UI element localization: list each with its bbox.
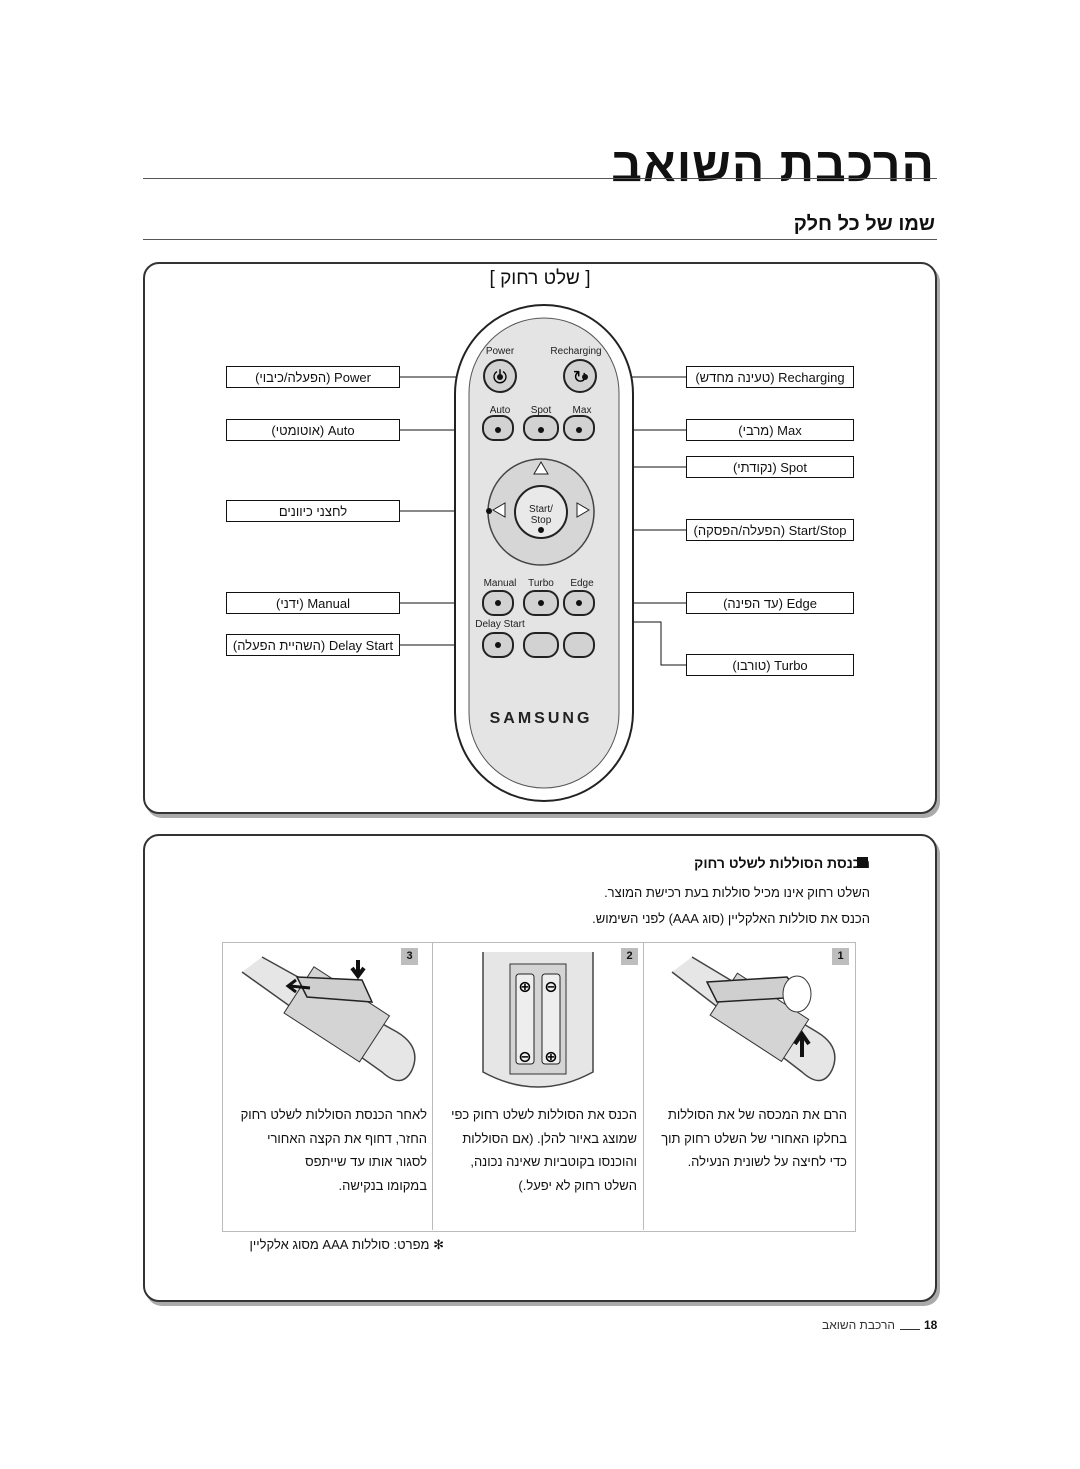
title-divider xyxy=(143,178,937,179)
footer-rule xyxy=(900,1329,920,1330)
steps-divider-1 xyxy=(432,942,643,1230)
arrow-left-icon xyxy=(492,502,506,518)
subtitle-divider xyxy=(143,239,937,240)
edge-label: Edge xyxy=(570,578,594,589)
footer-label: הרכבת השואב xyxy=(822,1318,895,1332)
step-2-text: הכנס את הסוללות לשלט רחוק כפי שמוצג באיו… xyxy=(451,1107,637,1193)
step-number-3: 3 xyxy=(401,948,418,965)
svg-text:⊕: ⊕ xyxy=(518,977,531,996)
callout-dots xyxy=(486,374,588,648)
manual-label: Manual xyxy=(484,578,517,589)
battery-note: ✻ מפרט: סוללות AAA מסוג אלקליין xyxy=(249,1237,445,1252)
brand-logo: SAMSUNG xyxy=(490,710,593,727)
svg-text:⊕: ⊕ xyxy=(544,1047,557,1066)
callout-direction: לחצני כיוונים xyxy=(226,500,400,522)
callout-max: Max (מרבי) xyxy=(686,419,854,441)
blank-button-1 xyxy=(523,632,559,658)
turbo-label: Turbo xyxy=(528,578,554,589)
section-subtitle: שמו של כל חלק xyxy=(793,213,935,235)
start-label: Start/ xyxy=(529,504,553,515)
step-number-1: 1 xyxy=(832,948,849,965)
step-1-illustration xyxy=(671,956,836,1082)
power-label: Power xyxy=(486,346,515,357)
page-number: 18 xyxy=(924,1318,938,1332)
step-2-illustration: ⊕ ⊖ ⊖ ⊕ xyxy=(482,952,594,1088)
delay-start-label: Delay Start xyxy=(475,619,525,630)
arrow-right-icon xyxy=(576,502,590,518)
callout-edge: Edge (עד הפינה) xyxy=(686,592,854,614)
stop-label: Stop xyxy=(531,515,552,526)
callout-manual: Manual (ידני) xyxy=(226,592,400,614)
recharging-button xyxy=(563,359,597,393)
arrow-up-icon xyxy=(533,461,549,475)
step-3-text: לאחר הכנסת הסוללות לשלט רחוק החזר, דחוף … xyxy=(240,1107,427,1193)
svg-text:⊖: ⊖ xyxy=(518,1047,531,1066)
callout-recharging: Recharging (טעינה מחדש) xyxy=(686,366,854,388)
callout-spot: Spot (נקודתי) xyxy=(686,456,854,478)
callout-power: Power (הפעלה/כיבוי) xyxy=(226,366,400,388)
callout-auto: Auto (אוטומטי) xyxy=(226,419,400,441)
steps-panel xyxy=(222,942,856,1232)
steps-divider-2 xyxy=(643,942,854,1230)
recharging-label: Recharging xyxy=(550,346,601,357)
bullet-square xyxy=(857,857,868,868)
blank-button-2 xyxy=(563,632,595,658)
battery-line-2: הכנס את סוללות האלקליין (סוג AAA) לפני ה… xyxy=(592,911,870,926)
snowflake-icon: ✻ xyxy=(433,1237,444,1252)
step-number-2: 2 xyxy=(621,948,638,965)
callout-turbo: Turbo (טורבו) xyxy=(686,654,854,676)
page-title: הרכבת השואב xyxy=(611,139,935,192)
callout-delay-start: Delay Start (השהיית הפעלה) xyxy=(226,634,400,656)
step-1-text: הרם את המכסה של את הסוללות בחלקו האחורי … xyxy=(661,1107,847,1169)
start-stop-button xyxy=(514,485,568,539)
recharge-icon: ↻ xyxy=(572,367,587,388)
max-label: Max xyxy=(573,405,592,416)
step-3-illustration xyxy=(241,956,416,1082)
battery-line-1: השלט רחוק אינו מכיל סוללות בעת רכישת המו… xyxy=(604,885,870,900)
spot-label: Spot xyxy=(531,405,552,416)
auto-label: Auto xyxy=(490,405,511,416)
battery-heading: הכנסת הסוללות לשלט רחוק xyxy=(694,855,870,871)
callout-start-stop: Start/Stop (הפעלה/הפסקה) xyxy=(686,519,854,541)
remote-heading: [ שלט רחוק ] xyxy=(489,268,591,289)
remote-diagram: ⏻ ↻ Power Recharging Auto Spot Max Start… xyxy=(400,304,686,802)
svg-text:⊖: ⊖ xyxy=(544,977,557,996)
